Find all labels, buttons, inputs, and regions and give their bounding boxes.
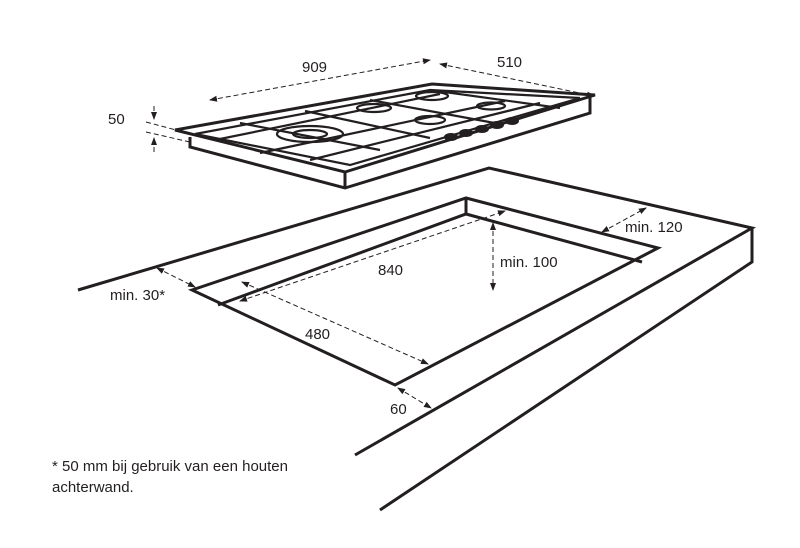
dim-909 bbox=[209, 58, 431, 102]
dim-510 bbox=[439, 62, 595, 98]
label-min-below: min. 100 bbox=[500, 254, 558, 271]
hob bbox=[174, 82, 596, 190]
dim-min-120 bbox=[601, 207, 647, 233]
label-min-back: min. 30* bbox=[110, 287, 165, 304]
footnote-line-2: achterwand. bbox=[52, 479, 134, 496]
label-cutout-depth: 480 bbox=[305, 326, 330, 343]
label-cutout-width: 840 bbox=[378, 262, 403, 279]
dim-60 bbox=[397, 387, 432, 409]
label-hob-width: 909 bbox=[302, 59, 327, 76]
label-hob-height: 50 bbox=[108, 111, 125, 128]
label-min-side: min. 120 bbox=[625, 219, 683, 236]
label-front-margin: 60 bbox=[390, 401, 407, 418]
control-knobs bbox=[444, 117, 519, 141]
dim-min-30 bbox=[156, 267, 196, 288]
label-hob-depth: 510 bbox=[497, 54, 522, 71]
footnote-line-1: * 50 mm bij gebruik van een houten bbox=[52, 458, 288, 475]
footnote: * 50 mm bij gebruik van een houten achte… bbox=[52, 456, 288, 498]
dim-480 bbox=[241, 281, 429, 365]
dim-840 bbox=[239, 210, 506, 302]
